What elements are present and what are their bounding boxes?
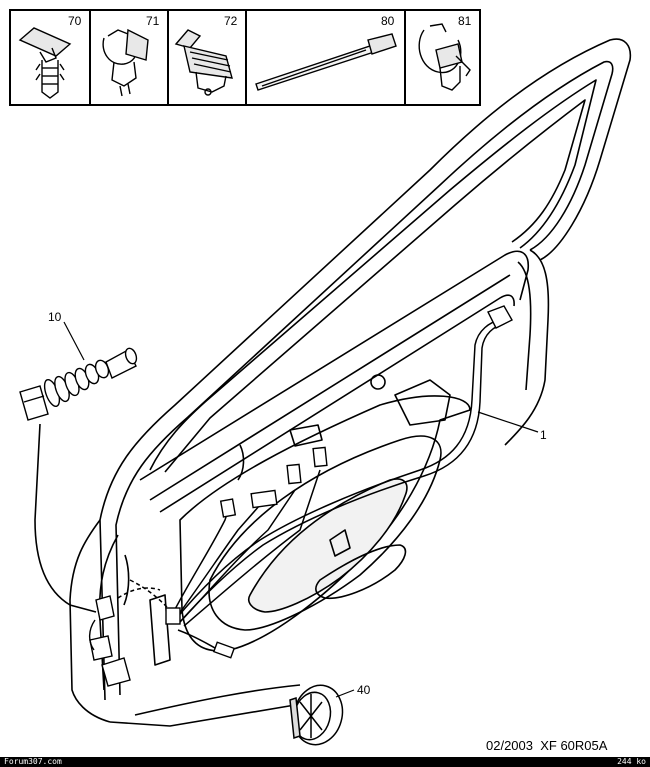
- leader-40: [335, 689, 355, 698]
- callout-1: 1: [540, 428, 547, 442]
- parts-table: [9, 9, 481, 106]
- leader-1: [477, 411, 539, 433]
- connector-holder-icon: [174, 29, 233, 96]
- leader-10: [63, 321, 85, 361]
- footer-source: Forum307.com: [4, 757, 62, 766]
- window-frame-inner-1: [115, 60, 614, 696]
- footer-bar: [0, 757, 650, 767]
- door-panel-clip-icon: [18, 27, 72, 99]
- harness-connectors: [165, 305, 513, 659]
- part-cell-81: 81: [418, 14, 472, 91]
- belt-line: [139, 250, 530, 481]
- footer-size: 244 ko: [617, 757, 646, 766]
- callout-40: 40: [357, 683, 371, 697]
- harness-clip-icon: [102, 28, 149, 97]
- cable-tie-icon: [255, 33, 397, 91]
- door-bottom-edge: [109, 704, 296, 727]
- window-frame-outer: [99, 38, 632, 701]
- callout-leaders: [63, 321, 539, 698]
- grommet-plug-40: [289, 684, 344, 746]
- hinge-connectors: [88, 595, 131, 687]
- part-cell-72: 72: [174, 14, 238, 96]
- window-frame-inner-3: [164, 99, 586, 473]
- window-frame-inner-2: [149, 79, 597, 471]
- harness-clip: [165, 607, 181, 625]
- connector-b: [250, 489, 278, 509]
- part-number-81: 81: [458, 14, 472, 28]
- door-right-edge: [504, 249, 550, 446]
- grommet-bellows: [43, 359, 110, 408]
- door-shell: [69, 38, 632, 727]
- diagram-reference: 02/2003 XF 60R05A: [486, 738, 608, 753]
- part-number-71: 71: [146, 14, 160, 28]
- tie-clip-icon: [418, 23, 471, 91]
- connector-f: [487, 305, 513, 329]
- connector-c: [286, 463, 302, 485]
- grommet-connector-10: [19, 347, 138, 613]
- part-number-70: 70: [68, 14, 82, 28]
- part-cell-70: 70: [18, 14, 82, 99]
- part-number-80: 80: [381, 14, 395, 28]
- connector-d: [312, 446, 328, 468]
- connector-a: [219, 498, 237, 518]
- callout-10: 10: [48, 310, 62, 324]
- part-cell-71: 71: [102, 14, 160, 97]
- connector-e: [212, 641, 236, 659]
- part-cell-80: 80: [255, 14, 397, 91]
- part-number-72: 72: [224, 14, 238, 28]
- door-hinge-edge: [69, 519, 111, 723]
